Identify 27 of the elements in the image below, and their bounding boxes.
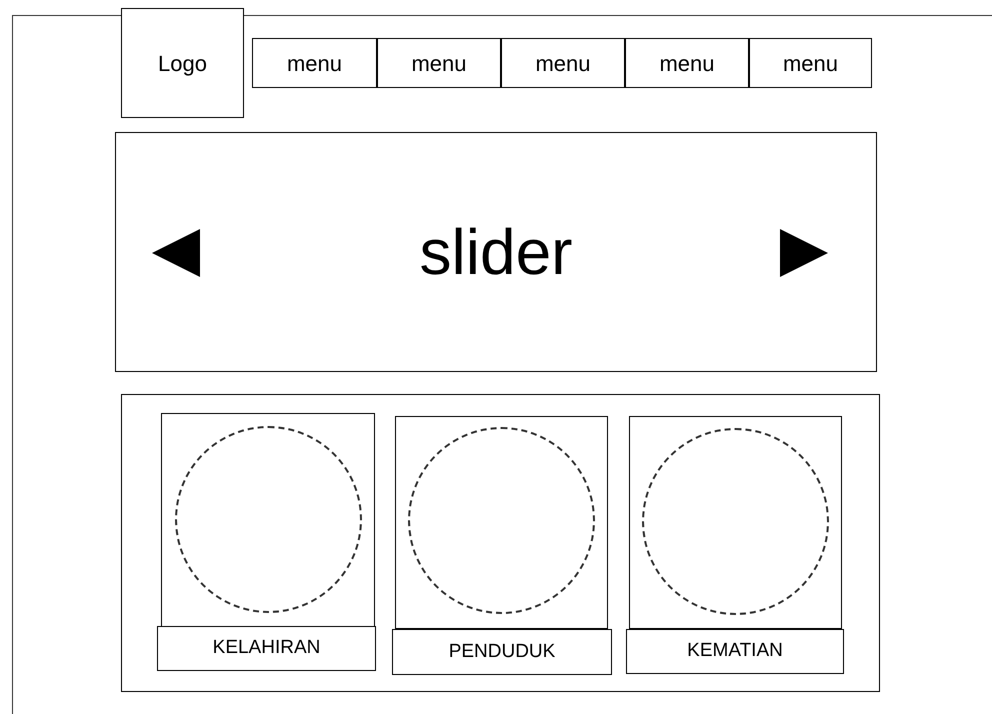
card-label-box <box>157 626 376 671</box>
slider-box <box>115 132 877 372</box>
card-title: KELAHIRAN <box>212 636 320 660</box>
menu-label: menu <box>782 50 838 78</box>
card-label-box <box>626 629 844 674</box>
card-box <box>161 413 375 627</box>
dashed-circle-placeholder <box>408 427 595 614</box>
menu-box <box>501 38 625 88</box>
menu-box <box>749 38 872 88</box>
card-label-box <box>392 629 612 675</box>
placeholder-label: Logo <box>158 50 207 78</box>
card-title: PENDUDUK <box>448 640 556 664</box>
slider-label: slider <box>420 215 572 290</box>
dashed-circle-placeholder <box>642 428 829 615</box>
menu-box <box>377 38 501 88</box>
menu-box <box>252 38 377 88</box>
card-box <box>629 416 842 629</box>
card-title: KEMATIAN <box>687 639 783 664</box>
menu-label: menu <box>659 50 715 78</box>
menu-label: menu <box>286 50 342 78</box>
menu-label: menu <box>411 50 467 78</box>
card-box <box>395 416 608 629</box>
content-panel <box>121 394 880 692</box>
dashed-circle-placeholder <box>175 426 362 613</box>
menu-label: menu <box>535 50 591 78</box>
menu-box <box>625 38 749 88</box>
header-placeholder-box <box>121 8 244 118</box>
